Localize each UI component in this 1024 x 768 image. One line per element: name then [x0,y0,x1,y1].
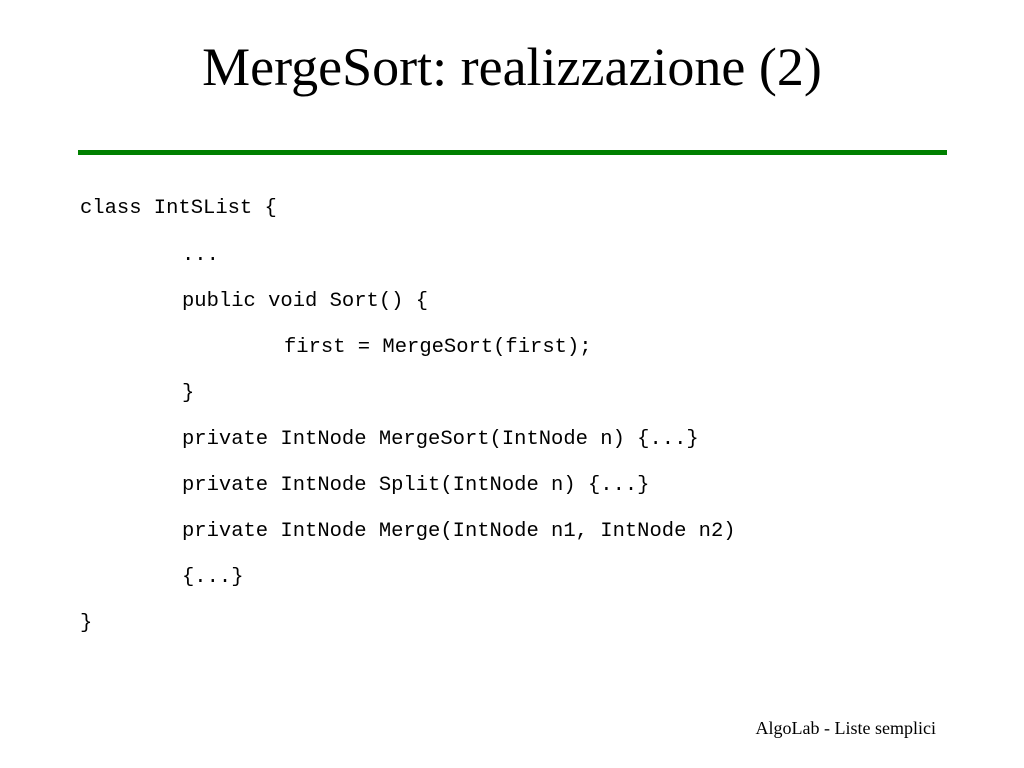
code-line-class-close: } [80,612,93,635]
code-line-split-method: private IntNode Split(IntNode n) {...} [182,474,650,497]
code-line-mergesort-method: private IntNode MergeSort(IntNode n) {..… [182,428,699,451]
code-line-sort-close: } [182,382,195,405]
code-line-merge-body: {...} [182,566,244,589]
code-line-sort-body: first = MergeSort(first); [284,336,592,359]
slide-footer: AlgoLab - Liste semplici [755,718,936,738]
code-line-sort-method: public void Sort() { [182,290,429,313]
code-line-class-declaration: class IntSList { [80,197,277,220]
title-underline [78,150,947,155]
slide-title: MergeSort: realizzazione (2) [202,37,822,97]
code-line-merge-method: private IntNode Merge(IntNode n1, IntNod… [182,520,736,543]
code-line-ellipsis: ... [182,244,219,267]
